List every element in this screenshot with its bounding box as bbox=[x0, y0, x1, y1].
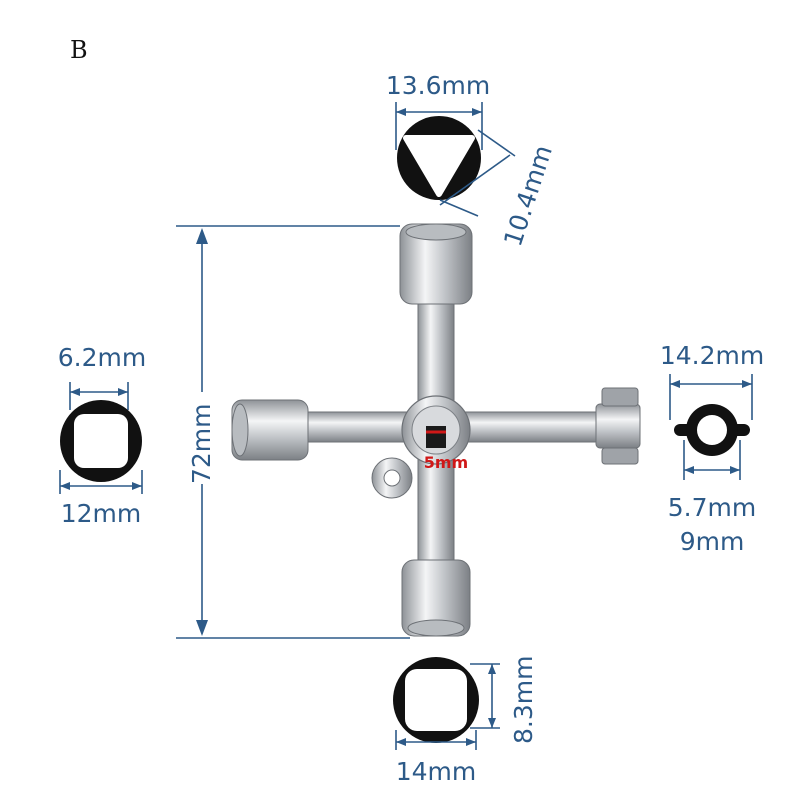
right-outer-arrow-left bbox=[670, 380, 680, 388]
bottom-height-arrow-bottom bbox=[488, 718, 496, 728]
left-inner-label: 6.2mm bbox=[58, 343, 146, 372]
ring-socket-icon bbox=[674, 404, 750, 456]
bottom-width-label: 14mm bbox=[396, 757, 477, 786]
key-right-tab-top bbox=[601, 387, 639, 407]
key-right-tab-bottom bbox=[601, 447, 639, 465]
left-outer-arrow-left bbox=[60, 482, 70, 490]
figure-tag: B bbox=[70, 36, 88, 64]
square-socket-icon bbox=[60, 400, 142, 482]
key-right-end bbox=[595, 403, 641, 449]
key-top-end-face bbox=[405, 223, 467, 241]
bottom-socket-square bbox=[405, 669, 467, 731]
bottom-socket-group: 8.3mm 14mm bbox=[393, 656, 538, 786]
cross-key-icon: 5mm bbox=[231, 223, 641, 637]
top-diag-line-a bbox=[439, 154, 511, 206]
left-outer-arrow-right bbox=[132, 482, 142, 490]
left-inner-arrow-left bbox=[70, 388, 80, 396]
key-ring-hole bbox=[383, 469, 401, 487]
left-inner-arrow-right bbox=[118, 388, 128, 396]
right-outer-arrow-right bbox=[742, 380, 752, 388]
top-width-label: 13.6mm bbox=[386, 71, 490, 100]
bottom-width-arrow-right bbox=[466, 738, 476, 746]
left-outer-label: 12mm bbox=[61, 499, 142, 528]
key-left-end-face bbox=[231, 403, 249, 457]
bottom-height-label: 8.3mm bbox=[509, 656, 538, 744]
top-diag-line-b bbox=[477, 129, 516, 157]
left-socket-square bbox=[74, 414, 128, 468]
triangle-socket-icon bbox=[397, 116, 481, 200]
right-inner-label: 5.7mm bbox=[668, 493, 756, 522]
key-center-square bbox=[426, 426, 446, 448]
height-label-bg bbox=[186, 392, 218, 484]
top-socket-group: 13.6mm 10.4mm bbox=[386, 71, 558, 250]
right-socket-bore bbox=[697, 415, 727, 445]
top-width-arrow-left bbox=[396, 108, 406, 116]
right-bore-label: 9mm bbox=[680, 527, 745, 556]
top-diag-line-c bbox=[439, 199, 479, 217]
bottom-width-arrow-left bbox=[396, 738, 406, 746]
right-outer-label: 14.2mm bbox=[660, 341, 764, 370]
right-inner-arrow-left bbox=[684, 466, 694, 474]
height-dimension: 72mm bbox=[176, 225, 410, 639]
right-inner-arrow-right bbox=[730, 466, 740, 474]
bottom-height-arrow-top bbox=[488, 664, 496, 674]
right-socket-group: 14.2mm 5.7mm 9mm bbox=[660, 341, 764, 556]
height-arrow-bottom bbox=[196, 620, 208, 636]
height-arrow-top bbox=[196, 228, 208, 244]
top-width-arrow-right bbox=[472, 108, 482, 116]
center-square-label: 5mm bbox=[424, 453, 468, 472]
height-label: 72mm bbox=[187, 403, 216, 484]
square-socket-icon bbox=[393, 657, 479, 743]
left-socket-group: 6.2mm 12mm bbox=[58, 343, 146, 528]
key-bottom-end-face bbox=[407, 619, 465, 637]
top-socket-triangle bbox=[403, 135, 475, 197]
